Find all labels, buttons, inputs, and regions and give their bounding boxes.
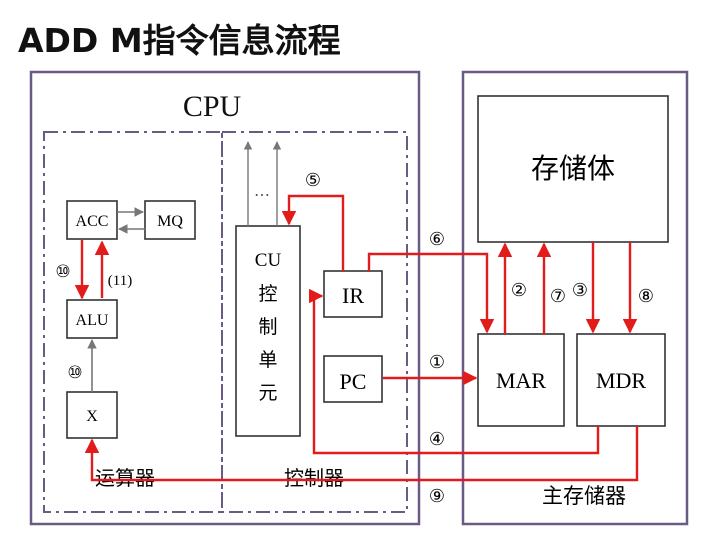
mar-box xyxy=(477,333,565,427)
arrow-mdr-to-ir xyxy=(309,288,600,455)
control-section-frame xyxy=(221,131,408,513)
mdr-label: MDR xyxy=(596,368,646,393)
step-1-label: ① xyxy=(429,352,445,373)
mar-label: MAR xyxy=(496,368,546,393)
step-9-label: ⑨ xyxy=(429,486,445,507)
step-4-label: ④ xyxy=(429,429,445,450)
storage-body-box xyxy=(477,95,669,243)
step-2-label: ② xyxy=(511,280,527,301)
alu-section-label: 运算器 xyxy=(95,466,155,490)
step-8-label: ⑧ xyxy=(638,286,654,307)
cu-box xyxy=(235,225,301,437)
arrow-mdr-to-x xyxy=(84,426,639,482)
pc-box xyxy=(323,355,383,403)
cpu-label: CPU xyxy=(183,90,242,123)
step-7-label: ⑦ xyxy=(550,286,566,307)
acc-label: ACC xyxy=(76,213,109,230)
mq-box xyxy=(144,200,196,240)
alu-box xyxy=(66,299,118,339)
step-5-label: ⑤ xyxy=(305,170,321,191)
cpu-frame xyxy=(29,70,421,526)
cu-label-line4: 单 xyxy=(258,349,277,371)
pc-label: PC xyxy=(340,369,367,394)
cu-signal-dots: … xyxy=(254,181,270,200)
x-label: X xyxy=(86,408,98,425)
cu-label-line5: 元 xyxy=(258,382,277,404)
ir-label: IR xyxy=(342,283,364,308)
step-3-label: ③ xyxy=(572,280,588,301)
page-title: ADD M指令信息流程 xyxy=(18,21,341,60)
arrow-ir-to-mar xyxy=(367,252,495,334)
ir-box xyxy=(323,270,383,318)
mdr-box xyxy=(576,333,666,427)
mq-label: MQ xyxy=(157,213,183,230)
control-section-label: 控制器 xyxy=(284,466,344,490)
step-11-label: (11) xyxy=(108,273,132,289)
step-10-label-lower: ⑩ xyxy=(67,363,82,383)
step-6-label: ⑥ xyxy=(429,229,445,250)
cu-label-line1: CU xyxy=(255,250,282,271)
storage-body-label: 存储体 xyxy=(531,152,615,185)
cu-label-line2: 控 xyxy=(258,283,277,305)
acc-box xyxy=(66,200,118,240)
step-10-label-upper: ⑩ xyxy=(55,262,70,282)
cu-label-line3: 制 xyxy=(258,316,277,338)
alu-label: ALU xyxy=(76,312,109,329)
alu-section-frame xyxy=(43,131,223,513)
main-memory-frame xyxy=(461,70,689,526)
main-memory-label: 主存储器 xyxy=(542,484,626,508)
arrow-ir-to-cu xyxy=(281,194,345,271)
